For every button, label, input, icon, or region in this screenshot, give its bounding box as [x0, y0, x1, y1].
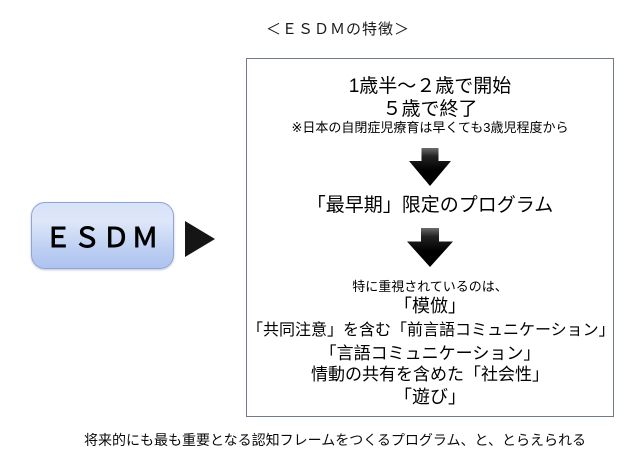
footer-note: 将来的にも最も重要となる認知フレームをつくるプログラム、と、とらえられる [84, 432, 586, 448]
emphasis-item-sociality: 情動の共有を含めた「社会性」 [311, 365, 549, 384]
right-arrow-icon [185, 221, 215, 257]
down-arrow-icon [407, 228, 453, 267]
esdm-label: ＥＳＤＭ [44, 223, 161, 253]
emphasis-intro-line: 特に重視されているのは、 [352, 279, 508, 294]
emphasis-item-play: 「遊び」 [394, 387, 466, 407]
feature-box: 1歳半～２歳で開始 ５歳で終了 ※日本の自閉症児療育は早くても3歳児程度から 「… [246, 58, 615, 417]
page-title: ＜ＥＳＤＭの特徴＞ [265, 21, 410, 38]
down-arrow-icon [409, 148, 451, 186]
age-note-line: ※日本の自閉症児療育は早くても3歳児程度から [291, 120, 569, 135]
age-start-line: 1歳半～２歳で開始 [348, 76, 512, 97]
program-line: 「最早期」限定のプログラム [306, 195, 554, 216]
emphasis-item-verbal-communication: 「言語コミュニケーション」 [319, 344, 541, 363]
emphasis-item-imitation: 「模倣」 [394, 296, 466, 316]
emphasis-item-preverbal-communication: 「共同注意」を含む「前言語コミュニケーション」 [247, 322, 615, 339]
esdm-node: ＥＳＤＭ [31, 202, 174, 269]
age-end-line: ５歳で終了 [382, 99, 478, 120]
